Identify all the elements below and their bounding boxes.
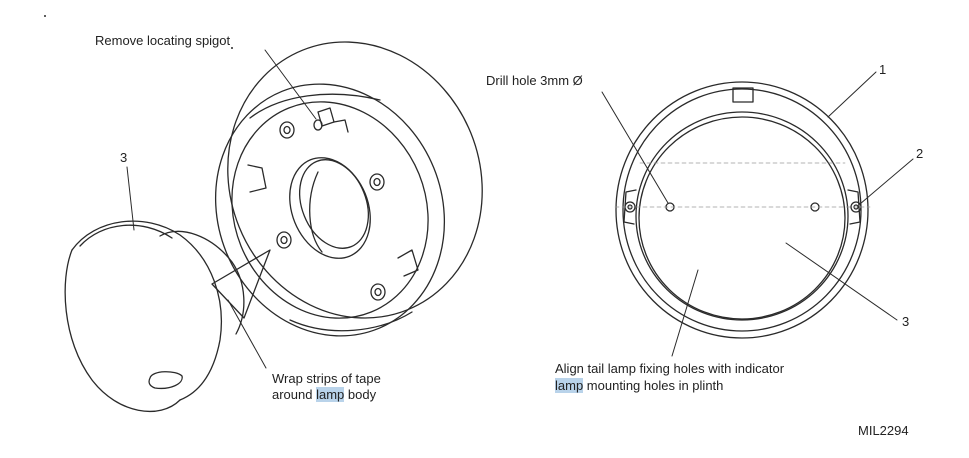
wrap-line2-suffix: body (344, 387, 377, 402)
align-holes-label-line1: Align tail lamp fixing holes with indica… (555, 361, 785, 376)
wrap-line2-highlight: lamp (316, 387, 345, 402)
callout-2: 2 (916, 146, 924, 161)
align-holes-label-line2: lamp mounting holes in plinth (555, 378, 723, 394)
align-line2-suffix: mounting holes in plinth (583, 378, 724, 393)
wrap-tape-label-line1: Wrap strips of tape (272, 371, 381, 386)
wrap-tape-label-line2: around lamp body (272, 387, 376, 403)
remove-spigot-label: Remove locating spigot (95, 33, 231, 48)
leader-lines (126, 49, 914, 369)
tail-lamp (64, 220, 245, 413)
wrap-line2-prefix: around (272, 387, 317, 402)
centre-lines (614, 162, 871, 208)
locating-spigot (313, 119, 323, 131)
drill-hole-label: Drill hole 3mm Ø (486, 73, 583, 88)
plinth-screw-holes (276, 121, 386, 301)
figure-reference: MIL2294 (858, 423, 909, 438)
plinth-front-view (615, 81, 869, 339)
plinth-housing (214, 41, 483, 337)
align-line2-highlight: lamp (555, 378, 584, 393)
specks (44, 15, 233, 49)
callout-left-3: 3 (120, 150, 128, 165)
callout-right-3: 3 (902, 314, 910, 329)
callout-1: 1 (879, 62, 887, 77)
